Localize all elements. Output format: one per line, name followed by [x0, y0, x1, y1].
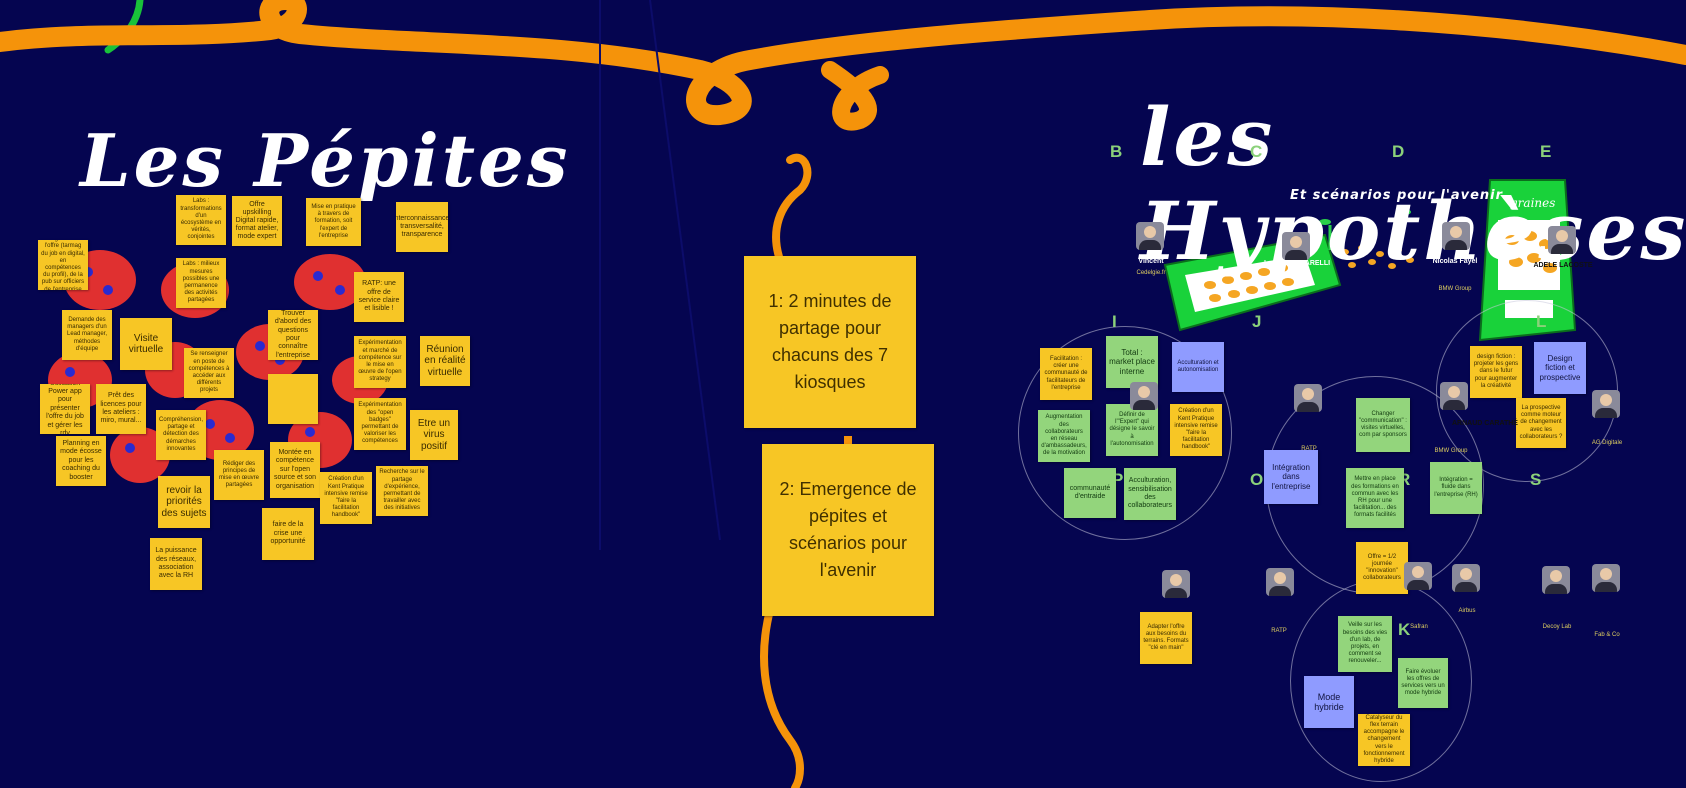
person-name: ADELE LACOSTE	[1533, 262, 1593, 269]
avatar[interactable]	[1542, 566, 1570, 594]
sticky-note[interactable]: Catalyseur du flex terrain accompagne le…	[1358, 714, 1410, 766]
sticky-note[interactable]: Total : market place interne	[1106, 336, 1158, 388]
person-org: Decoy Lab	[1542, 624, 1572, 630]
seed-bag-label: graines	[1510, 196, 1556, 210]
cluster-letter: O	[1250, 470, 1264, 489]
sticky-note[interactable]: Rédiger des principes de mise en œuvre p…	[214, 450, 264, 500]
sticky-note[interactable]: Adapter l'offre aux besoins du terrains.…	[1140, 612, 1192, 664]
sticky-note[interactable]: Mettre en place des formations en commun…	[1346, 468, 1404, 528]
sticky-note[interactable]: Expérimentation des "open badges" permet…	[354, 398, 406, 450]
person-org: Safran	[1410, 624, 1428, 630]
sticky-note[interactable]: Recherche sur le partage d'expérience, p…	[376, 466, 428, 516]
cluster-letter: D	[1392, 142, 1405, 161]
avatar[interactable]	[1136, 222, 1164, 250]
person-org: RATP	[1271, 628, 1287, 634]
sticky-note[interactable]: La puissance des réseaux, association av…	[150, 538, 202, 590]
sticky-note[interactable]: Intégration de l'offre (tarmag du job en…	[38, 240, 88, 290]
step2-note[interactable]: 2: Emergence de pépites et scénarios pou…	[762, 444, 934, 616]
sticky-note[interactable]: Facilitation : créer une communauté de f…	[1040, 348, 1092, 400]
sticky-note[interactable]: Changer "communication" : visites virtue…	[1356, 398, 1410, 452]
cluster-letter: B	[1110, 142, 1123, 161]
avatar[interactable]	[1130, 382, 1158, 410]
person-org: RATP	[1301, 446, 1317, 452]
person-org: Airbus	[1458, 608, 1476, 614]
sticky-note[interactable]: Augmentation des collaborateurs en résea…	[1038, 410, 1090, 462]
sticky-note[interactable]: Faire évoluer les offres de services ver…	[1398, 658, 1448, 708]
sticky-note[interactable]: La prospective comme moteur de changemen…	[1516, 398, 1566, 448]
avatar[interactable]	[1452, 564, 1480, 592]
sticky-note[interactable]: Trouver d'abord des questions pour conna…	[268, 310, 318, 360]
cluster-letter: I	[1112, 312, 1117, 331]
avatar[interactable]	[1592, 390, 1620, 418]
avatar[interactable]	[1592, 564, 1620, 592]
person-org: AG Digitale	[1591, 440, 1623, 446]
sticky-note[interactable]: Définir de l'"Expert" qui désigne le sav…	[1106, 404, 1158, 456]
sticky-note[interactable]: Interconnaissance, transversalité, trans…	[396, 202, 448, 252]
person-name: Vincent	[1138, 258, 1164, 265]
right-title: les Hypothèses	[1140, 90, 1686, 278]
person-name: Nicolas Fayel	[1432, 258, 1478, 265]
sticky-note[interactable]: revoir la priorités des sujets	[158, 476, 210, 528]
avatar[interactable]	[1282, 232, 1310, 260]
sticky-note[interactable]: Intégration = fluide dans l'entreprise (…	[1430, 462, 1482, 514]
sticky-note[interactable]: RATP: une offre de service claire et lis…	[354, 272, 404, 322]
sticky-note[interactable]: Se renseigner en poste de compétences à …	[184, 348, 234, 398]
sticky-note[interactable]: communauté d'entraide	[1064, 468, 1116, 518]
sticky-note[interactable]: Acculturation et autonomisation	[1172, 342, 1224, 392]
sticky-note[interactable]: Montée en compétence sur l'open source e…	[270, 442, 320, 498]
sticky-note[interactable]: Compréhension, partage et détection des …	[156, 410, 206, 460]
person-name: Laura CECCARELLI	[1263, 260, 1331, 267]
sticky-note[interactable]: Planning en mode écosse pour les coachin…	[56, 436, 106, 486]
avatar[interactable]	[1440, 382, 1468, 410]
cluster-circle	[1018, 326, 1232, 540]
avatar[interactable]	[1548, 226, 1576, 254]
sticky-note[interactable]: Offre = 1/2 journée "innovation" collabo…	[1356, 542, 1408, 594]
cluster-letter: L	[1536, 312, 1547, 331]
cluster-letter: C	[1250, 142, 1263, 161]
sticky-note[interactable]: Mise en pratique à travers de formation,…	[306, 198, 361, 246]
sticky-note[interactable]: Création d'un Kent Pratique intensive re…	[1170, 404, 1222, 456]
sticky-note[interactable]: design fiction : projeter les gens dans …	[1470, 346, 1522, 398]
sticky-note[interactable]: Intégration dans l'entreprise	[1264, 450, 1318, 504]
person-org: BMW Group	[1434, 448, 1468, 454]
sticky-note[interactable]: Création d'un Kent Pratique intensive re…	[320, 472, 372, 524]
sticky-note[interactable]: Acculturation, sensibilisation des colla…	[1124, 468, 1176, 520]
step1-note[interactable]: 1: 2 minutes de partage pour chacuns des…	[744, 256, 916, 428]
sticky-note[interactable]: Veille sur les besoins des vies d'un lab…	[1338, 616, 1392, 672]
sticky-note[interactable]: Demande des managers d'un Lead manager, …	[62, 310, 112, 360]
cluster-letter: K	[1398, 620, 1411, 639]
sticky-note[interactable]: Utilisation Power app pour présenter l'o…	[40, 384, 90, 434]
sticky-note[interactable]: Offre upskilling Digital rapide, format …	[232, 196, 282, 246]
avatar[interactable]	[1404, 562, 1432, 590]
sticky-note[interactable]: faire de la crise une opportunité	[262, 508, 314, 560]
sticky-note[interactable]: Labs : milieux mesures possibles une per…	[176, 258, 226, 308]
sticky-note[interactable]: Réunion en réalité virtuelle	[420, 336, 470, 386]
cluster-letter: S	[1530, 470, 1542, 489]
avatar[interactable]	[1442, 222, 1470, 250]
sticky-note[interactable]: Prêt des licences pour les ateliers : mi…	[96, 384, 146, 434]
left-title: Les Pépites	[80, 118, 571, 203]
cluster-letter: E	[1540, 142, 1552, 161]
cluster-letter: P	[1112, 470, 1124, 489]
sticky-note[interactable]: Expérimentation et marché de compétence …	[354, 336, 406, 388]
sticky-note-empty[interactable]	[268, 374, 318, 424]
person-org: Fab & Co	[1594, 632, 1620, 638]
sticky-note[interactable]: Etre un virus positif	[410, 410, 458, 460]
cluster-letter: J	[1252, 312, 1262, 331]
sticky-note[interactable]: Visite virtuelle	[120, 318, 172, 370]
sticky-note[interactable]: Design fiction et prospective	[1534, 342, 1586, 394]
avatar[interactable]	[1266, 568, 1294, 596]
sticky-note[interactable]: Labs : transformations d'un écosystème e…	[176, 195, 226, 245]
person-name: ARNAUD CARATHÉ	[1452, 420, 1518, 427]
right-subtitle: Et scénarios pour l'avenir	[1290, 188, 1504, 203]
person-org: Cedelgie.fr	[1136, 270, 1166, 276]
avatar[interactable]	[1162, 570, 1190, 598]
avatar[interactable]	[1294, 384, 1322, 412]
person-org: BMW Group	[1438, 286, 1472, 292]
sticky-note[interactable]: Mode hybride	[1304, 676, 1354, 728]
